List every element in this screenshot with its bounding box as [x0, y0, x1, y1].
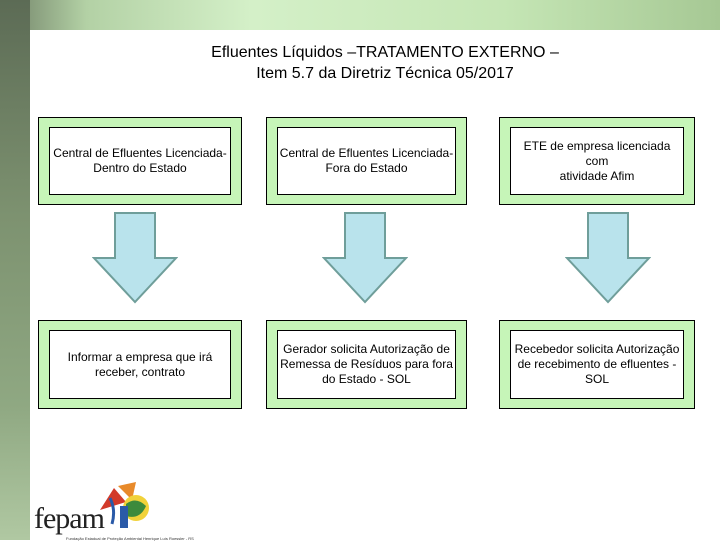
title-line-2: Item 5.7 da Diretriz Técnica 05/2017 [256, 65, 514, 82]
box-central-dentro-estado: Central de Efluentes Licenciada- Dentro … [38, 117, 242, 205]
title-line-1: Efluentes Líquidos –TRATAMENTO EXTERNO – [211, 44, 559, 61]
box-ete-empresa: ETE de empresa licenciada com atividade … [499, 117, 695, 205]
box-gerador-solicita: Gerador solicita Autorização de Remessa … [266, 320, 467, 409]
down-arrow-icon [322, 212, 408, 304]
down-arrow-icon [92, 212, 178, 304]
box-central-fora-estado: Central de Efluentes Licenciada- Fora do… [266, 117, 467, 205]
fepam-logo: fepam Fundação Estadual de Proteção Ambi… [34, 480, 194, 541]
left-decorative-band [0, 0, 30, 540]
box-recebedor-solicita: Recebedor solicita Autorização de recebi… [499, 320, 695, 409]
down-arrow-icon [565, 212, 651, 304]
top-decorative-band [0, 0, 720, 30]
logo-emblem-icon [100, 482, 149, 528]
box-label: Central de Efluentes Licenciada- Dentro … [49, 127, 231, 195]
logo-subtitle: Fundação Estadual de Proteção Ambiental … [66, 536, 194, 541]
box-label: Gerador solicita Autorização de Remessa … [277, 330, 456, 399]
slide-title: Efluentes Líquidos –TRATAMENTO EXTERNO –… [120, 42, 650, 84]
box-label: ETE de empresa licenciada com atividade … [510, 127, 684, 195]
box-label: Informar a empresa que irá receber, cont… [49, 330, 231, 399]
box-label: Central de Efluentes Licenciada- Fora do… [277, 127, 456, 195]
box-informar-empresa: Informar a empresa que irá receber, cont… [38, 320, 242, 409]
logo-wordmark: fepam [34, 502, 105, 535]
box-label: Recebedor solicita Autorização de recebi… [510, 330, 684, 399]
